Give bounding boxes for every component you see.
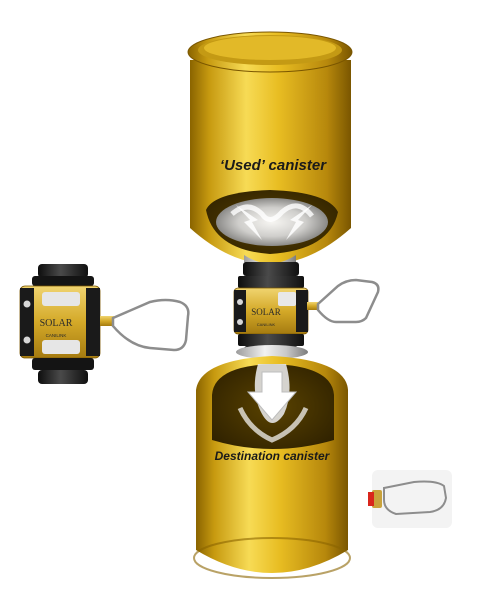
valve-detail-knob — [372, 490, 382, 508]
destination-canister: Destination canister — [193, 345, 351, 579]
side-adapter-brand: SOLAR — [40, 318, 73, 329]
used-canister-label: ‘Used’ canister — [220, 157, 327, 174]
destination-canister-label: Destination canister — [215, 449, 331, 463]
side-adapter-view: SOLAR CANILINK — [19, 264, 190, 384]
gas-swirl-top — [216, 198, 328, 246]
flow-arrow-down-icon — [246, 371, 298, 421]
used-canister: ‘Used’ canister — [187, 31, 353, 270]
destination-canister-bottom-rim — [193, 537, 351, 579]
flow-arrow-down-right-icon — [286, 205, 312, 240]
side-adapter-subtext: CANILINK — [46, 333, 67, 338]
side-adapter-handle — [111, 298, 190, 352]
center-adapter-brand: SOLAR — [251, 307, 281, 317]
flow-arrow-down-left-icon — [236, 205, 262, 240]
center-adapter-handle — [316, 278, 380, 324]
center-adapter-subtext: CANILINK — [257, 322, 276, 327]
center-adapter: SOLAR CANILINK — [233, 262, 380, 356]
valve-detail-inset — [368, 470, 452, 528]
